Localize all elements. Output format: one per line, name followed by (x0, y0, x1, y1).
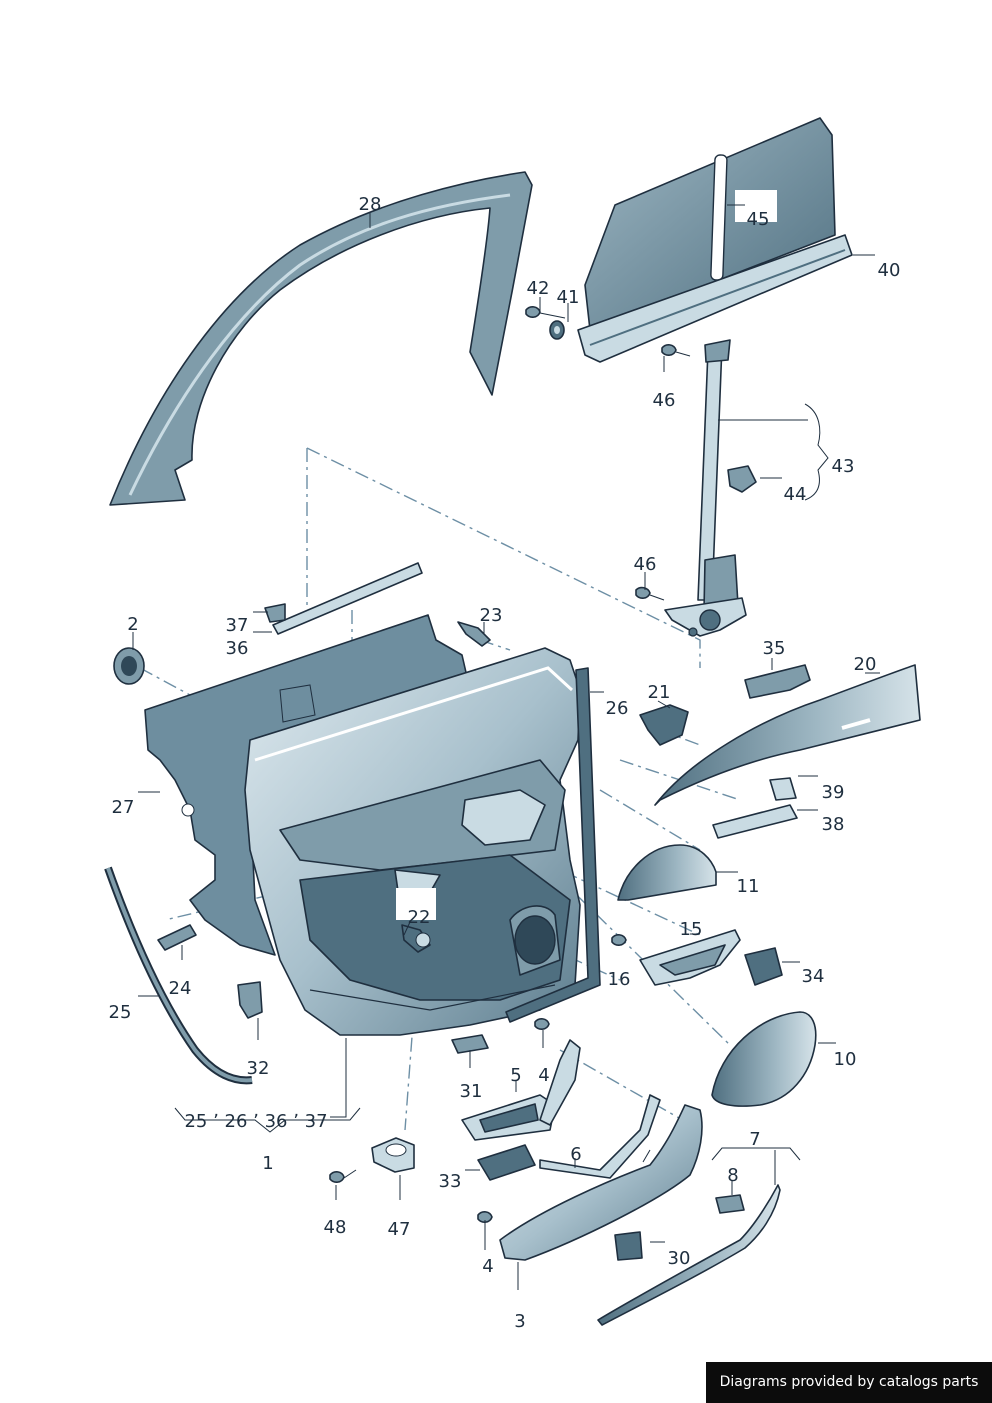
door-handle-15 (639, 929, 741, 986)
catalog-attribution-banner: Diagrams provided by catalogs parts (706, 1362, 992, 1403)
armrest-frame (539, 1039, 581, 1126)
door-frame-trim (109, 171, 533, 506)
callout-5: 5 (510, 1065, 521, 1086)
callout-7: 7 (749, 1129, 760, 1150)
trim-strip-7 (597, 1184, 781, 1326)
clip-32 (237, 981, 263, 1019)
callout-45: 45 (747, 209, 770, 230)
callout-46-upper: 46 (653, 390, 676, 411)
callout-3: 3 (514, 1311, 525, 1332)
bolt-23 (457, 621, 491, 647)
lamp-38 (712, 804, 798, 839)
door-trim-panel (244, 647, 581, 1036)
nut-44 (727, 465, 757, 493)
window-regulator (664, 339, 747, 637)
attribution-text: Diagrams provided by catalogs parts (719, 1374, 979, 1390)
switch-34 (744, 947, 783, 986)
trim-strip-6 (539, 1094, 661, 1179)
callout-32: 32 (247, 1058, 270, 1079)
screw-42 (525, 306, 566, 319)
callout-39: 39 (822, 782, 845, 803)
cover-11 (617, 844, 717, 901)
callout-44: 44 (784, 484, 807, 505)
callout-8: 8 (727, 1165, 738, 1186)
clip-30 (614, 1231, 643, 1261)
callout-36: 36 (226, 638, 249, 659)
clip-22 (401, 924, 431, 953)
callout-1: 1 (262, 1153, 273, 1174)
door-seal-26 (505, 667, 601, 1023)
callout-28: 28 (359, 194, 382, 215)
speaker-grille-2 (113, 647, 145, 685)
callout-48: 48 (324, 1217, 347, 1238)
lamp-39 (769, 777, 797, 801)
callout-31: 31 (460, 1081, 483, 1102)
screw-46-upper (661, 344, 691, 357)
callout-43: 43 (832, 456, 855, 477)
leader-lines (132, 204, 880, 1290)
callout-21: 21 (648, 682, 671, 703)
callout-labels: 28 45 40 42 41 46 43 44 46 37 36 2 23 35… (109, 194, 901, 1332)
door-seal-25 (104, 866, 253, 1085)
callout-33: 33 (439, 1171, 462, 1192)
callout-22: 22 (408, 907, 431, 928)
callout-25: 25 (109, 1002, 132, 1023)
callout-24: 24 (169, 978, 192, 999)
window-switch-33 (477, 1144, 536, 1181)
callout-34: 34 (802, 966, 825, 987)
bracket-47 (371, 1137, 415, 1173)
callout-10: 10 (834, 1049, 857, 1070)
callout-37: 37 (226, 615, 249, 636)
callout-6: 6 (570, 1144, 581, 1165)
screw-16 (611, 934, 627, 946)
callout-26: 26 (606, 698, 629, 719)
callout-16: 16 (608, 969, 631, 990)
callout-41: 41 (557, 287, 580, 308)
callout-38: 38 (822, 814, 845, 835)
clip-31 (451, 1034, 489, 1054)
callout-15: 15 (680, 919, 703, 940)
callout-42: 42 (527, 278, 550, 299)
callout-group-25-26-36-37: 25 ʼ 26 ʼ 36 ʼ 37 (184, 1111, 327, 1132)
screw-48 (329, 1169, 357, 1183)
screw-46-lower (635, 586, 665, 601)
callout-20: 20 (854, 654, 877, 675)
washer-41 (549, 320, 565, 340)
window-glass (577, 117, 853, 363)
callout-30: 30 (668, 1248, 691, 1269)
callout-23: 23 (480, 605, 503, 626)
bracket-21 (639, 704, 689, 746)
armrest-3 (499, 1104, 703, 1261)
callout-46-lower: 46 (634, 554, 657, 575)
clip-24 (157, 924, 197, 951)
window-strip (264, 562, 423, 635)
speaker-cover-10 (711, 1011, 817, 1107)
callout-35: 35 (763, 638, 786, 659)
callout-40: 40 (878, 260, 901, 281)
callout-47: 47 (388, 1219, 411, 1240)
clip-8 (715, 1194, 745, 1214)
screw-4-lower (477, 1211, 493, 1223)
callout-4-upper: 4 (538, 1065, 549, 1086)
callout-27: 27 (112, 797, 135, 818)
callout-2: 2 (127, 614, 138, 635)
callout-4-lower: 4 (482, 1256, 493, 1277)
bracket-35 (744, 664, 811, 699)
screw-4-upper (534, 1018, 550, 1030)
callout-11: 11 (737, 876, 760, 897)
trim-strip-20 (654, 664, 921, 806)
